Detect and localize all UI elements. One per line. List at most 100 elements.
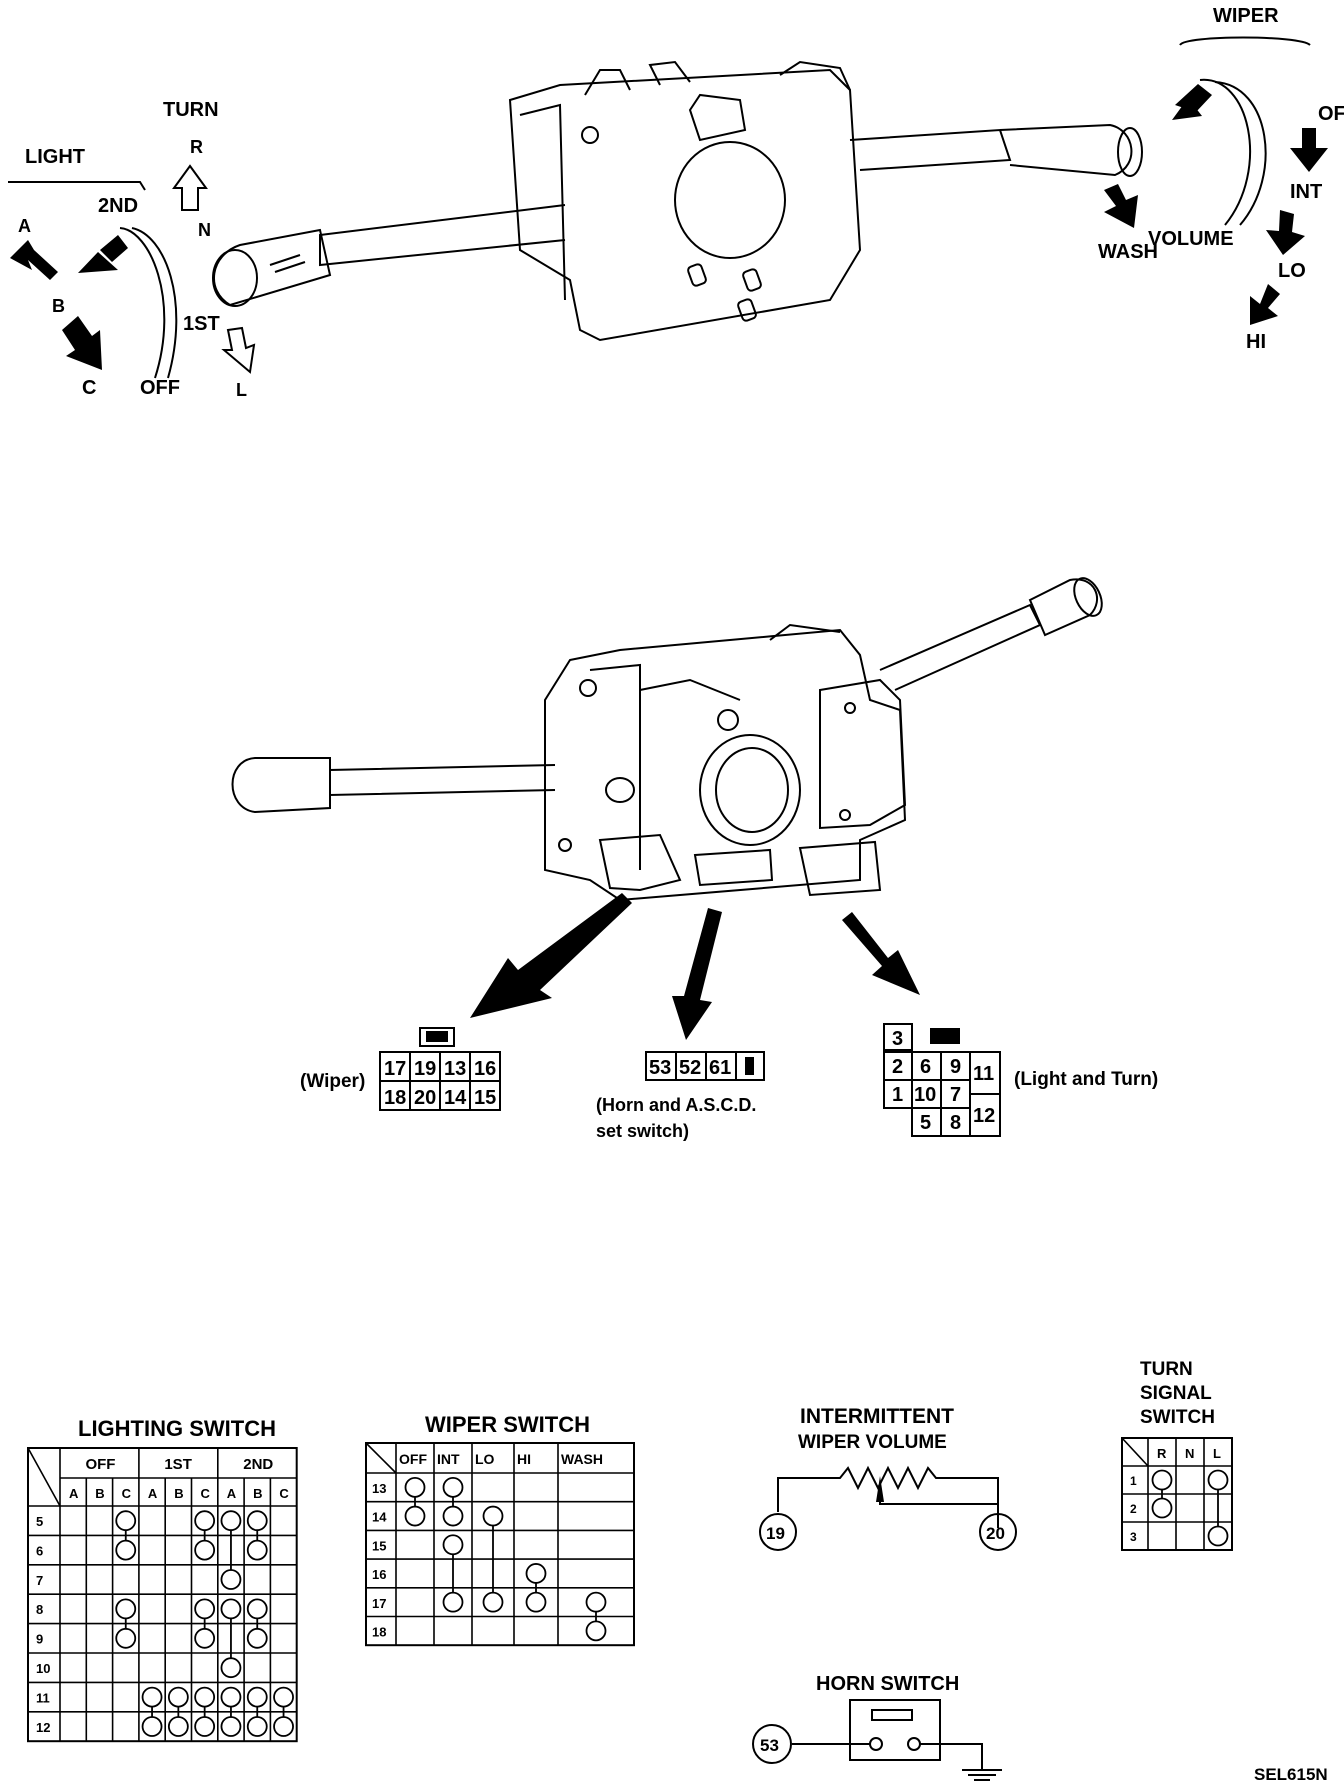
light-pin-7: 7 (950, 1084, 961, 1106)
wiper-lo-label: LO (1278, 260, 1306, 282)
light-2nd-label: 2ND (98, 195, 138, 217)
lighting-subheader: A (148, 1486, 158, 1501)
horn-pin-61: 61 (709, 1057, 731, 1079)
turn-label: TURN (163, 99, 219, 121)
contact-circle (482, 1505, 504, 1527)
lighting-header-1st: 1ST (164, 1456, 192, 1473)
turn-r-arrow-icon (172, 164, 208, 211)
terminal-53: 53 (760, 1736, 779, 1755)
contact-circle (194, 1686, 216, 1708)
light-1st-label: 1ST (183, 313, 220, 335)
wiper-col-wash: WASH (561, 1451, 603, 1467)
contact-circle (482, 1591, 504, 1613)
light-off-label: OFF (140, 377, 180, 399)
turn-n-label: N (198, 220, 211, 240)
lighting-subheader: C (279, 1486, 289, 1501)
wiper-row-label: 14 (372, 1510, 387, 1525)
horn-switch-title: HORN SWITCH (816, 1673, 959, 1695)
wiper-int-label: INT (1290, 181, 1322, 203)
contact-circle (220, 1510, 242, 1532)
contact-circle (1207, 1525, 1229, 1547)
contact-circle (246, 1686, 268, 1708)
horn-pin-52: 52 (679, 1057, 701, 1079)
contact-circle (246, 1510, 268, 1532)
light-rotation-arc (119, 227, 166, 379)
contact-circle (194, 1510, 216, 1532)
contact-circle (115, 1510, 137, 1532)
intermittent-wiper-volume-circuit (759, 1465, 1017, 1551)
light-turn-connector: 3 2 6 9 1 10 7 5 8 11 12 (883, 1023, 1001, 1137)
wiper-col-lo: LO (475, 1451, 495, 1467)
contact-circle (1151, 1497, 1173, 1519)
light-pin-9: 9 (950, 1056, 961, 1078)
contact-circle (273, 1716, 294, 1737)
contact-circle (220, 1598, 242, 1620)
lighting-row-label: 7 (36, 1573, 43, 1588)
lighting-subheader: A (227, 1486, 237, 1501)
wiper-pin-17: 17 (384, 1058, 406, 1080)
horn-connector: 53 52 61 (645, 1051, 765, 1081)
horn-connector-pointer-icon (672, 908, 722, 1040)
wiper-col-hi: HI (517, 1451, 531, 1467)
contact-circle (141, 1716, 163, 1737)
wiper-int-arrow-icon (1290, 128, 1328, 172)
lighting-switch-title: LIGHTING SWITCH (78, 1416, 276, 1441)
turn-signal-title-3: SWITCH (1140, 1407, 1215, 1428)
terminal-20: 20 (986, 1524, 1005, 1543)
wiper-rotation-arrow-icon (1172, 84, 1212, 120)
contact-circle (585, 1620, 607, 1642)
contact-circle (115, 1598, 137, 1620)
contact-circle (585, 1591, 607, 1613)
contact-circle (115, 1539, 137, 1561)
turn-col-r: R (1157, 1446, 1167, 1461)
light-pin-1: 1 (892, 1084, 903, 1106)
light-pin-2: 2 (892, 1056, 903, 1078)
wiper-pin-14: 14 (444, 1087, 467, 1109)
wiper-connector-pointer-icon (470, 893, 632, 1018)
wiper-connector: 17 19 13 16 18 20 14 15 (379, 1027, 501, 1111)
contact-circle (220, 1716, 242, 1737)
lighting-header-off: OFF (85, 1456, 115, 1473)
light-pin-8: 8 (950, 1112, 961, 1134)
lighting-row-label: 11 (36, 1690, 50, 1705)
contact-circle (1207, 1469, 1229, 1491)
wiper-col-off: OFF (399, 1451, 427, 1467)
wiper-rotation-arc (1199, 78, 1252, 226)
horn-switch-circuit (752, 1699, 1002, 1781)
contact-circle (525, 1563, 547, 1584)
contact-circle (442, 1505, 464, 1527)
wash-label: WASH (1098, 241, 1158, 263)
wiper-hi-arrow-icon (1250, 284, 1280, 325)
wiper-off-label: OFF (1318, 103, 1344, 125)
contact-circle (246, 1598, 268, 1620)
contact-circle (442, 1534, 464, 1556)
wiper-row-label: 15 (372, 1538, 386, 1553)
light-turn-connector-label: (Light and Turn) (1014, 1069, 1158, 1090)
lighting-row-label: 6 (36, 1543, 43, 1558)
light-a-arrow-icon (10, 240, 58, 280)
turn-row-label: 3 (1130, 1530, 1137, 1544)
light-pin-12: 12 (973, 1105, 995, 1127)
wiper-row-label: 17 (372, 1596, 386, 1611)
light-c-arrow-icon (62, 316, 102, 370)
wiper-switch-title: WIPER SWITCH (425, 1412, 590, 1437)
lighting-row-label: 10 (36, 1661, 50, 1676)
contact-circle (404, 1476, 426, 1498)
wiper-pin-18: 18 (384, 1087, 406, 1109)
wiper-pin-19: 19 (414, 1058, 436, 1080)
wiper-bracket (1179, 36, 1311, 46)
contact-circle (194, 1539, 216, 1561)
contact-circle (194, 1627, 216, 1649)
lighting-subheader: C (201, 1486, 211, 1501)
turn-row-label: 2 (1130, 1502, 1137, 1516)
lighting-row-label: 5 (36, 1514, 43, 1529)
wiper-col-int: INT (437, 1451, 460, 1467)
contact-circle (194, 1716, 216, 1737)
turn-r-label: R (190, 137, 203, 157)
lighting-header-2nd: 2ND (243, 1456, 273, 1473)
contact-circle (525, 1591, 547, 1613)
light-label: LIGHT (25, 146, 85, 168)
turn-col-n: N (1185, 1446, 1194, 1461)
contact-circle (167, 1716, 189, 1737)
